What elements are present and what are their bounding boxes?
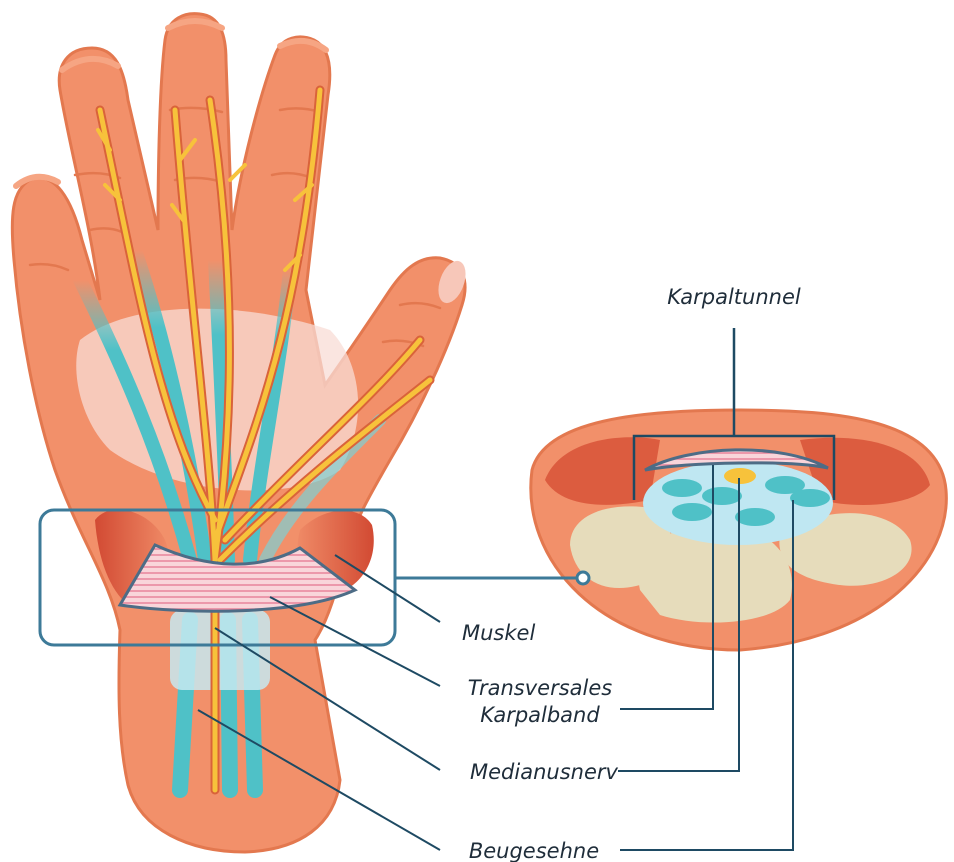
tendon-sheath bbox=[170, 610, 270, 690]
label-muskel: Muskel bbox=[462, 621, 535, 645]
hand-illustration bbox=[12, 14, 471, 852]
label-karpalband-line1: Transversales bbox=[468, 676, 612, 700]
label-medianusnerv: Medianusnerv bbox=[470, 760, 618, 784]
label-karpalband-line2: Karpalband bbox=[480, 703, 600, 727]
label-beugesehne: Beugesehne bbox=[469, 839, 599, 862]
label-karpaltunnel: Karpaltunnel bbox=[667, 285, 801, 309]
